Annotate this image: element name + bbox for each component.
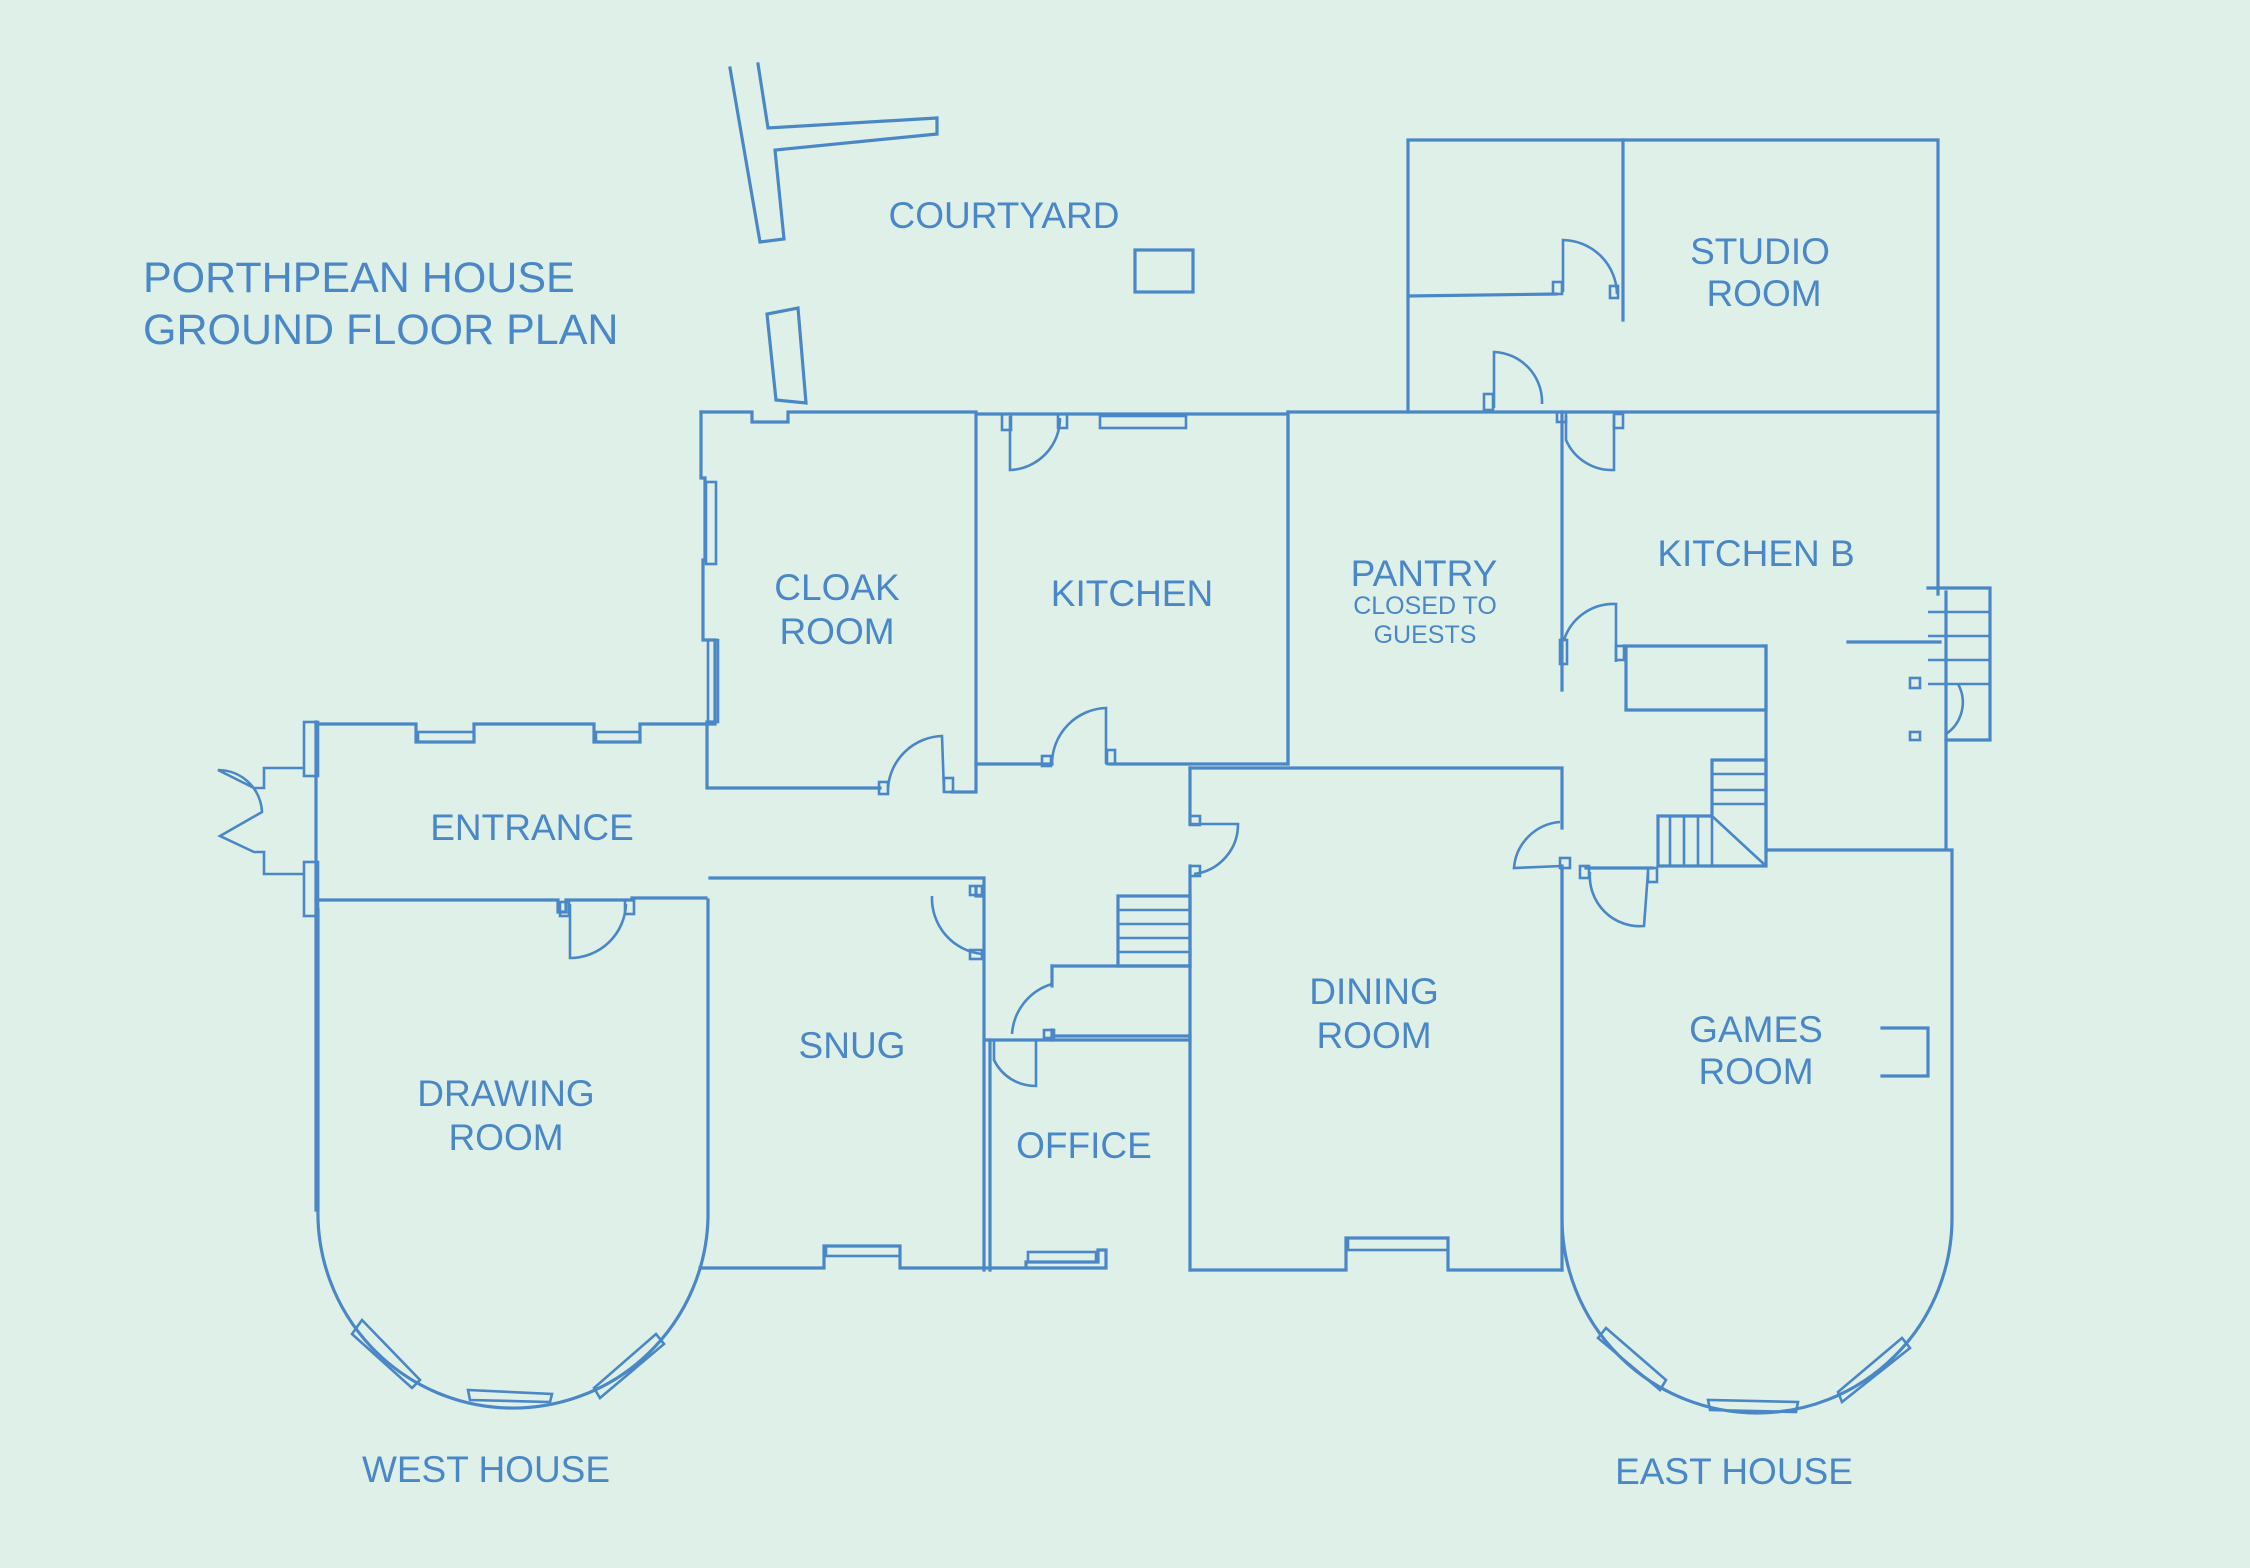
snug-label: SNUG (799, 1025, 906, 1066)
drawing-room-walls (316, 898, 710, 1410)
kitchen-label: KITCHEN (1051, 573, 1213, 614)
drawing-room-label-1: DRAWING (417, 1073, 594, 1114)
studio-room-label-2: ROOM (1706, 273, 1821, 314)
entrance-label: ENTRANCE (430, 807, 634, 848)
pantry-label: PANTRY (1351, 553, 1498, 594)
courtyard-label: COURTYARD (889, 195, 1120, 236)
cloak-room-label-1: CLOAK (774, 567, 900, 608)
courtyard-planter (1133, 248, 1195, 294)
office-label: OFFICE (1016, 1125, 1152, 1166)
games-room-label-2: ROOM (1698, 1051, 1813, 1092)
drawing-room-label-2: ROOM (448, 1117, 563, 1158)
studio-room-label-1: STUDIO (1690, 231, 1830, 272)
pantry-note-2: GUESTS (1374, 621, 1477, 649)
games-room-walls (1560, 848, 1954, 1415)
dining-room-label-1: DINING (1309, 971, 1439, 1012)
games-room-label-1: GAMES (1689, 1009, 1823, 1050)
studio-block-walls (1406, 138, 1940, 424)
snug-walls (698, 876, 986, 1272)
plan-title: PORTHPEAN HOUSE GROUND FLOOR PLAN (143, 254, 618, 354)
kitchen-b-label: KITCHEN B (1657, 533, 1854, 574)
hall-office-walls (982, 766, 1240, 1272)
pantry-walls (1286, 410, 1940, 766)
courtyard-walls (728, 62, 1195, 405)
plan-title-line1: PORTHPEAN HOUSE (143, 254, 575, 302)
cloak-room-walls (699, 410, 978, 796)
west-house-label: WEST HOUSE (362, 1449, 610, 1490)
dining-room-label-2: ROOM (1316, 1015, 1431, 1056)
entrance-walls (217, 720, 717, 1212)
plan-title-line2: GROUND FLOOR PLAN (143, 306, 618, 354)
east-house-label: EAST HOUSE (1615, 1451, 1853, 1492)
cloak-room-label-2: ROOM (779, 611, 894, 652)
pantry-note-1: CLOSED TO (1353, 592, 1497, 620)
kitchen-b-walls (1622, 410, 1992, 868)
